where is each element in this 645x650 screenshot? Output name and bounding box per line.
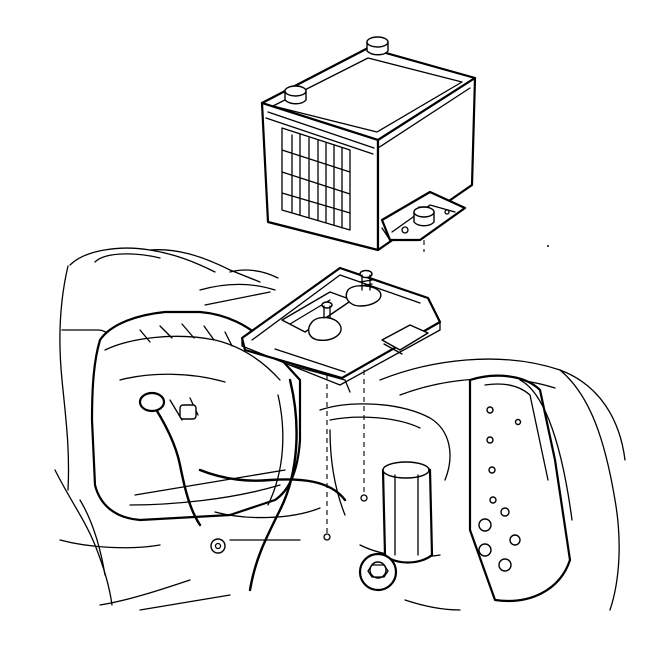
clamp-bolt (413, 206, 435, 227)
battery-tray (240, 266, 442, 393)
air-cleaner-housing (90, 310, 302, 527)
hose-cap-icon (138, 391, 166, 413)
tray-bolt-hole-right (360, 494, 368, 502)
bolt-head-icon (210, 538, 226, 554)
tray-bolt-hole-left (323, 533, 331, 541)
battery-well (319, 403, 461, 611)
tray-bolt-left (321, 301, 333, 319)
wire-harness (198, 378, 347, 592)
lower-engine-details (59, 538, 231, 611)
battery-terminal-positive (284, 85, 307, 105)
speck (547, 245, 549, 247)
strut-tower (379, 358, 626, 611)
tray-bolt-right (359, 269, 373, 291)
battery (260, 36, 477, 252)
battery-cell-grid (281, 127, 351, 231)
engine-bay-background (54, 247, 279, 606)
battery-terminal-negative (366, 36, 389, 56)
